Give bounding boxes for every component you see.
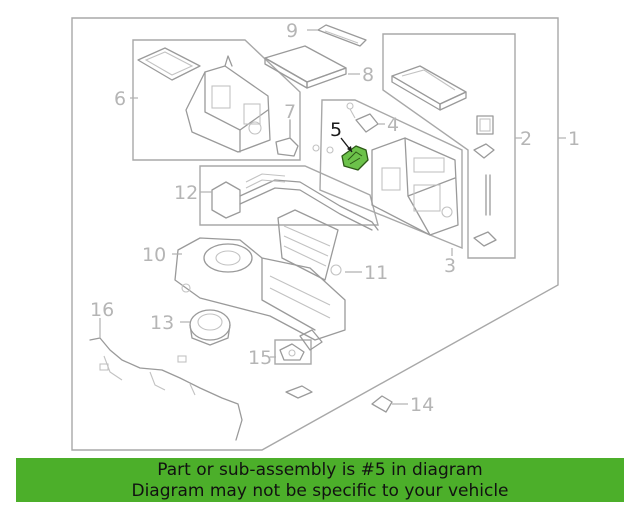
part-11-core [277,209,342,281]
part-2-group [391,65,497,247]
callout-7: 7 [284,101,296,123]
callout-3: 3 [444,255,456,277]
callout-15: 15 [248,347,272,369]
callout-16: 16 [90,299,114,321]
subframe-3 [319,99,463,250]
part-12-duct [211,173,379,231]
callout-11: 11 [364,262,388,284]
part-4-bracket [312,102,379,154]
callout-2: 2 [520,128,532,150]
subframe-6 [132,39,301,161]
callout-5[interactable]: 5 [330,119,342,141]
callout-12: 12 [174,182,198,204]
part-6-gasket [137,47,201,81]
subframe-15 [274,339,312,365]
part-15-grommet [279,329,323,361]
parts-diagram: 1 2 3 4 5 6 7 8 9 10 11 12 13 14 15 16 [71,17,580,451]
assembly-frame [71,17,559,451]
part-3-case [371,137,459,236]
banner-line-2: Diagram may not be specific to your vehi… [131,481,509,501]
part-14-sensor [285,385,393,413]
callout-9: 9 [286,20,298,42]
info-banner: Part or sub-assembly is #5 in diagram Di… [16,458,624,502]
callout-4: 4 [387,114,399,136]
callout-6: 6 [114,88,126,110]
part-16-harness [89,337,243,441]
part-9-strip [317,24,367,47]
callout-1: 1 [568,128,580,150]
banner-line-1: Part or sub-assembly is #5 in diagram [157,460,483,480]
part-13-blower-motor [189,309,231,346]
part-7-actuator [275,119,299,157]
callout-10: 10 [142,244,166,266]
callout-8: 8 [362,64,374,86]
subframe-2 [382,33,516,259]
callout-14: 14 [410,394,434,416]
part-10-blower-housing [174,237,346,341]
part-6-housing [185,55,271,153]
part-5-highlighted[interactable] [341,145,369,171]
part-8-filter [264,45,347,89]
subframe-12 [199,165,379,226]
callout-13: 13 [150,312,174,334]
